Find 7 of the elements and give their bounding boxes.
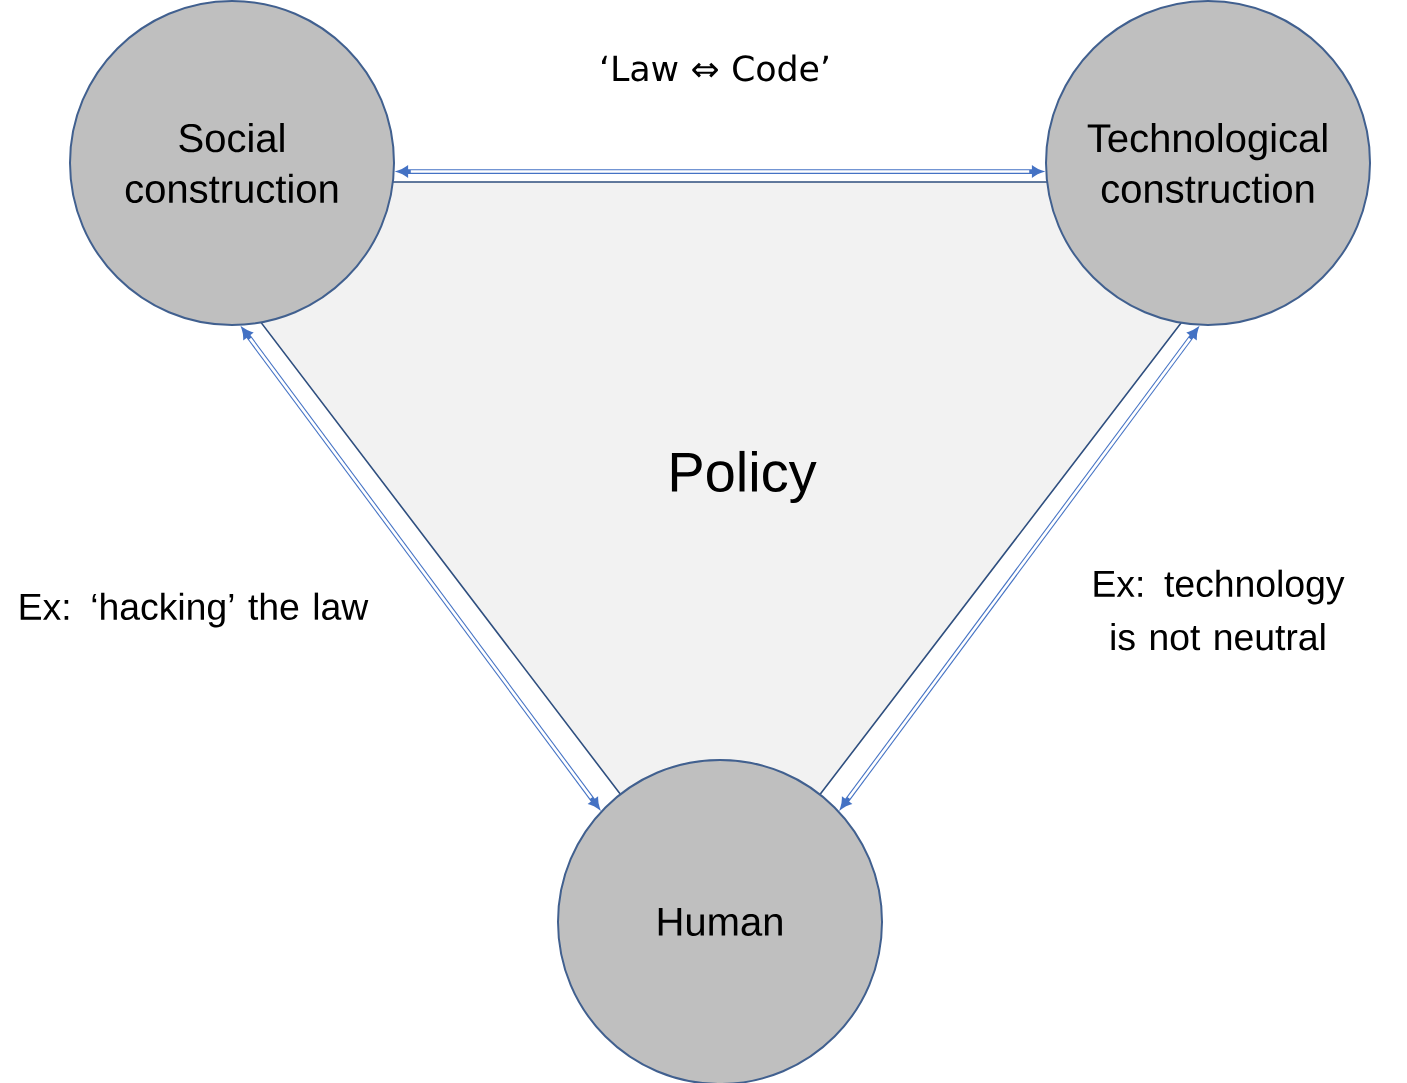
edge-label: ‘Law ⇔ Code’ xyxy=(602,54,828,82)
circle-node: Human xyxy=(557,759,883,1083)
double-arrow xyxy=(840,327,1199,809)
circle-node: Technological construction xyxy=(1045,0,1371,326)
circle-node: Social construction xyxy=(69,0,395,326)
double-arrow xyxy=(241,327,600,809)
double-arrow xyxy=(397,166,1043,177)
